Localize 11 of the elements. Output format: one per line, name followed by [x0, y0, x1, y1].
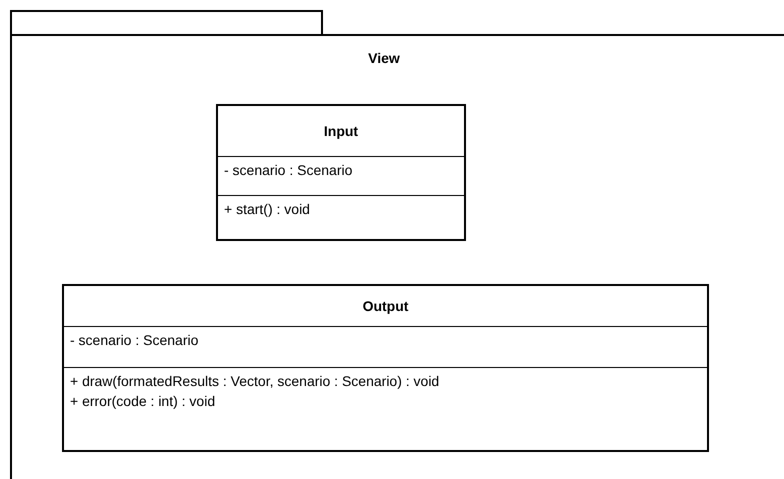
- class-name: Output: [362, 298, 408, 314]
- method-text: + error(code : int) : void: [70, 392, 216, 411]
- method-text: + start() : void: [224, 200, 310, 219]
- class-box: [62, 284, 709, 452]
- method-text: + draw(formatedResults : Vector, scenario : Scenario) : void: [70, 372, 440, 391]
- attribute-text: - scenario : Scenario: [70, 331, 198, 350]
- package-frame: [10, 10, 784, 479]
- package-name: View: [367, 50, 401, 66]
- class-name: Input: [324, 123, 358, 139]
- attribute-text: - scenario : Scenario: [224, 161, 352, 180]
- class-box: [216, 104, 466, 241]
